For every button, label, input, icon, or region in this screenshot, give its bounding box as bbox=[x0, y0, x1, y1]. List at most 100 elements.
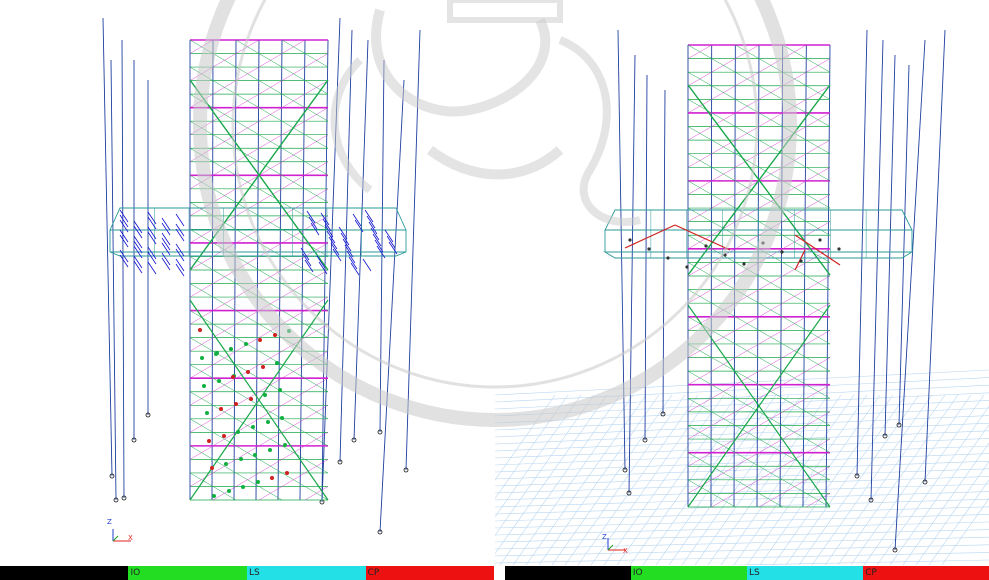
hinge-marker bbox=[761, 241, 765, 245]
hinge-member bbox=[133, 240, 143, 254]
hinge-marker bbox=[256, 480, 260, 484]
hinge-marker bbox=[251, 425, 255, 429]
floor-grid-line bbox=[495, 392, 989, 417]
hinge-member bbox=[348, 256, 358, 270]
hinge-marker bbox=[212, 494, 216, 498]
left-model-view: Z X bbox=[0, 0, 494, 565]
floor-grid-line bbox=[495, 476, 989, 494]
floor-grid-line bbox=[941, 497, 989, 565]
column-base-support bbox=[892, 547, 898, 553]
hinge-member bbox=[119, 219, 129, 233]
right-axis-z-label: Z bbox=[602, 533, 607, 541]
hinge-marker bbox=[287, 329, 291, 333]
perimeter-column bbox=[121, 39, 125, 499]
perimeter-column bbox=[110, 59, 117, 501]
hinge-marker bbox=[818, 238, 822, 242]
tower-brace bbox=[806, 221, 831, 236]
tower-brace bbox=[806, 194, 831, 209]
hinge-marker bbox=[202, 384, 206, 388]
floor-grid-line bbox=[495, 521, 989, 536]
floor-grid-line bbox=[495, 491, 989, 508]
hinge-member bbox=[133, 225, 143, 239]
tower-brace bbox=[782, 452, 807, 467]
hinge-marker bbox=[270, 476, 274, 480]
floor-grid-line bbox=[876, 405, 989, 565]
perimeter-column bbox=[924, 29, 946, 483]
column-base-support bbox=[337, 459, 343, 465]
column-base-support bbox=[377, 429, 383, 435]
floor-grid-line bbox=[495, 468, 989, 487]
hinge-member bbox=[175, 248, 185, 262]
floor-grid-line bbox=[512, 394, 634, 565]
hinge-marker bbox=[261, 365, 265, 369]
tower-brace bbox=[806, 58, 831, 73]
perimeter-column bbox=[353, 39, 369, 441]
floor-grid-line bbox=[837, 394, 959, 565]
tower-brace bbox=[806, 275, 831, 290]
floor-grid-line bbox=[824, 394, 946, 565]
hinge-member bbox=[147, 226, 157, 240]
tower-brace bbox=[806, 248, 831, 263]
hinge-marker bbox=[210, 466, 214, 470]
floor-grid-line bbox=[785, 394, 907, 565]
floor-grid-line bbox=[811, 394, 933, 565]
tower-brace bbox=[304, 486, 329, 501]
hinge-marker bbox=[207, 439, 211, 443]
floor-grid-line bbox=[495, 498, 989, 515]
hinge-member bbox=[372, 233, 382, 247]
hinge-member bbox=[340, 232, 350, 246]
hinge-marker bbox=[837, 247, 841, 251]
tower-brace bbox=[189, 472, 214, 487]
column-base-support bbox=[642, 437, 648, 443]
hinge-member bbox=[350, 262, 360, 276]
tower-brace bbox=[212, 432, 237, 447]
column-base-support bbox=[626, 490, 632, 496]
left-axis-z-label: Z bbox=[107, 518, 112, 526]
floor-grid-line bbox=[551, 394, 673, 565]
perimeter-column bbox=[644, 74, 648, 441]
axis-y-arrow bbox=[112, 535, 119, 542]
hinge-member bbox=[161, 257, 171, 271]
hinge-marker bbox=[200, 356, 204, 360]
legend-segment: CP bbox=[365, 566, 494, 580]
hinge-member bbox=[133, 220, 143, 234]
tower-brace bbox=[782, 425, 807, 440]
column-base-support bbox=[109, 473, 115, 479]
legend-segment-label: CP bbox=[865, 568, 877, 578]
hinge-marker bbox=[239, 457, 243, 461]
perimeter-column bbox=[884, 54, 896, 437]
column-base-support bbox=[377, 529, 383, 535]
tower-brace bbox=[806, 139, 831, 154]
floor-grid-line bbox=[495, 453, 989, 473]
tower-brace bbox=[235, 472, 260, 487]
perimeter-column bbox=[405, 29, 421, 471]
hinge-marker bbox=[283, 443, 287, 447]
floor-grid-line bbox=[727, 559, 989, 565]
hinge-marker bbox=[244, 342, 248, 346]
hinge-member bbox=[175, 213, 185, 227]
tower-brace bbox=[258, 459, 283, 474]
tower-brace bbox=[806, 85, 831, 100]
perimeter-column bbox=[102, 17, 113, 477]
tower-brace bbox=[806, 493, 831, 508]
hinge-member bbox=[316, 255, 326, 269]
column-base-support bbox=[121, 495, 127, 501]
hinge-member bbox=[133, 255, 143, 269]
tower-brace bbox=[212, 486, 237, 501]
perimeter-column bbox=[894, 39, 926, 551]
hinge-marker bbox=[704, 244, 708, 248]
hinge-member bbox=[161, 252, 171, 266]
tower-brace bbox=[711, 466, 736, 480]
floor-grid-line bbox=[889, 424, 989, 565]
right-axis-x-label: X bbox=[623, 547, 628, 555]
floor-grid-line bbox=[495, 438, 989, 459]
hinge-member bbox=[147, 251, 157, 265]
hinge-member bbox=[306, 210, 316, 224]
hinge-member bbox=[338, 226, 348, 240]
floor-grid-line bbox=[495, 536, 989, 550]
legend-segment: LS bbox=[246, 566, 366, 580]
hinge-member bbox=[119, 209, 129, 223]
tower-brace bbox=[806, 303, 831, 317]
legend-segment: CP bbox=[863, 566, 989, 580]
